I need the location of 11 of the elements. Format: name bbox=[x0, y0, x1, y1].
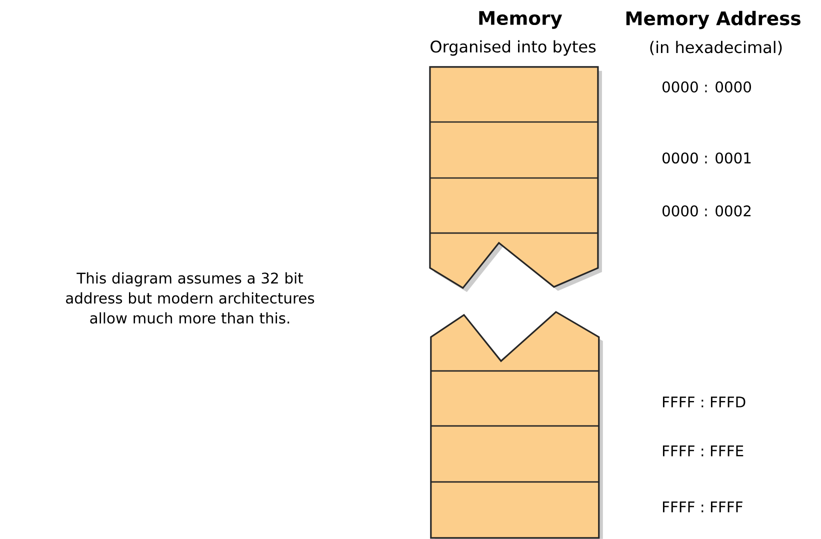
address-label: 0000 : 0000 bbox=[662, 81, 751, 93]
column-subheading: Organised into bytes bbox=[430, 40, 596, 56]
note-text: This diagram assumes a 32 bit address but modern architectures allow much more than this. bbox=[66, 272, 314, 324]
address-label: 0000 : 0001 bbox=[662, 152, 751, 164]
column-subheading: (in hexadecimal) bbox=[650, 40, 782, 56]
column-heading: Memory bbox=[479, 11, 562, 29]
address-label: FFFF : FFFD bbox=[663, 396, 746, 408]
address-label: FFFF : FFFE bbox=[663, 446, 744, 456]
column-heading: Memory Address bbox=[626, 10, 800, 30]
address-label: FFFF : FFFF bbox=[663, 502, 742, 512]
address-label: 0000 : 0002 bbox=[662, 205, 750, 217]
